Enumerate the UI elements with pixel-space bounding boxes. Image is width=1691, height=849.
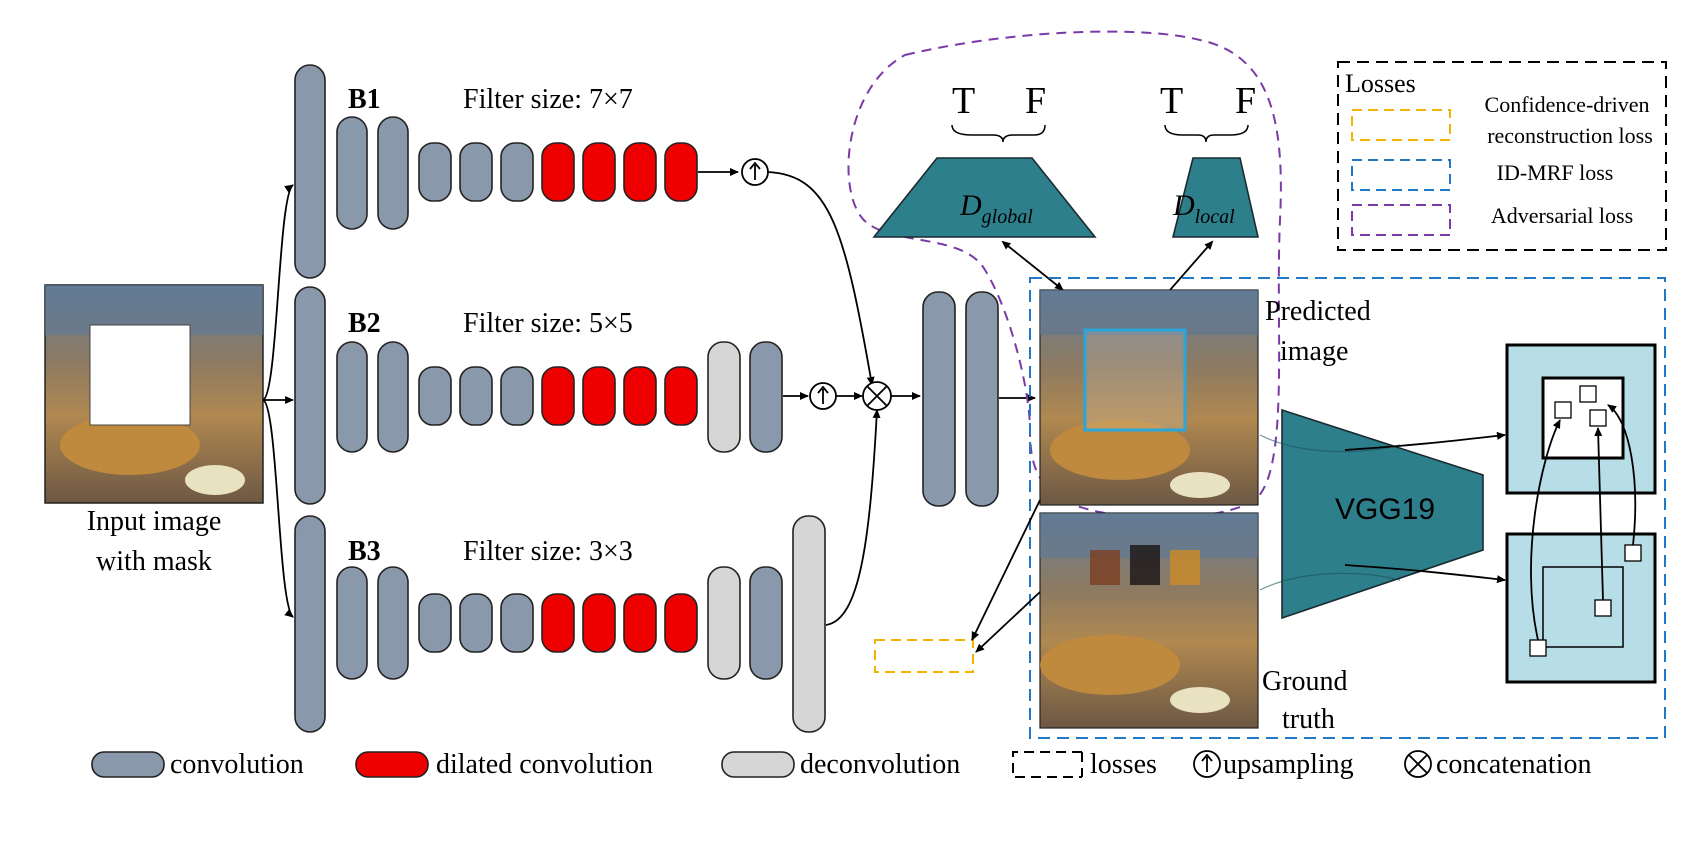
- input-label-line1: Input image: [87, 506, 222, 537]
- mask-region: [89, 324, 191, 426]
- branch-b3: [294, 409, 881, 733]
- loss-item-3: Adversarial loss: [1491, 203, 1633, 228]
- ground-label-line1: Ground: [1262, 666, 1348, 697]
- loss-item-1-line1: Confidence-driven: [1485, 92, 1650, 117]
- input-image: [44, 284, 264, 504]
- vgg19-label: VGG19: [1335, 493, 1435, 526]
- ground-label-line2: truth: [1282, 704, 1335, 735]
- merge-block: [862, 291, 1036, 507]
- discriminator-global: [872, 124, 1097, 291]
- dglobal-t: T: [952, 80, 975, 122]
- loss-item-2: ID-MRF loss: [1497, 160, 1614, 185]
- dglobal-label: Dglobal: [959, 189, 1033, 228]
- local-patch-box: [1083, 328, 1187, 432]
- dlocal-label: Dlocal: [1172, 189, 1235, 228]
- b3-filter-size: Filter size: 3×3: [463, 536, 633, 567]
- id-mrf-loss-region: [1029, 277, 1666, 739]
- legend-deconvolution: deconvolution: [800, 749, 960, 780]
- b2-filter-size: Filter size: 5×5: [463, 308, 633, 339]
- losses-legend-box: [1337, 61, 1667, 251]
- dlocal-f: F: [1235, 80, 1256, 122]
- legend-concatenation: concatenation: [1436, 749, 1591, 780]
- predicted-label-line2: image: [1280, 336, 1348, 367]
- predicted-image: [1039, 289, 1259, 506]
- legend-losses: losses: [1090, 749, 1157, 780]
- vgg19-block: [1259, 408, 1506, 620]
- loss-item-1-line2: reconstruction loss: [1487, 123, 1653, 148]
- feature-map-predicted: [1505, 343, 1657, 495]
- branch-b2: [294, 286, 863, 505]
- legend-convolution: convolution: [170, 749, 304, 780]
- confidence-loss-box: [874, 639, 974, 673]
- b1-label: B1: [348, 84, 381, 115]
- input-label-line2: with mask: [96, 546, 212, 577]
- b2-label: B2: [348, 308, 381, 339]
- legend-upsampling: upsampling: [1223, 749, 1354, 780]
- dlocal-t: T: [1160, 80, 1183, 122]
- legend-dilated: dilated convolution: [436, 749, 653, 780]
- b3-label: B3: [348, 536, 381, 567]
- input-branch-arrows: [262, 184, 294, 618]
- b1-filter-size: Filter size: 7×7: [463, 84, 633, 115]
- bottom-legend: [91, 750, 1432, 778]
- feature-map-ground-truth: [1505, 404, 1657, 684]
- ground-truth-image: [1039, 512, 1259, 729]
- branch-b1: [294, 64, 875, 386]
- losses-title: Losses: [1345, 69, 1416, 98]
- predicted-label-line1: Predicted: [1265, 296, 1371, 327]
- dglobal-f: F: [1025, 80, 1046, 122]
